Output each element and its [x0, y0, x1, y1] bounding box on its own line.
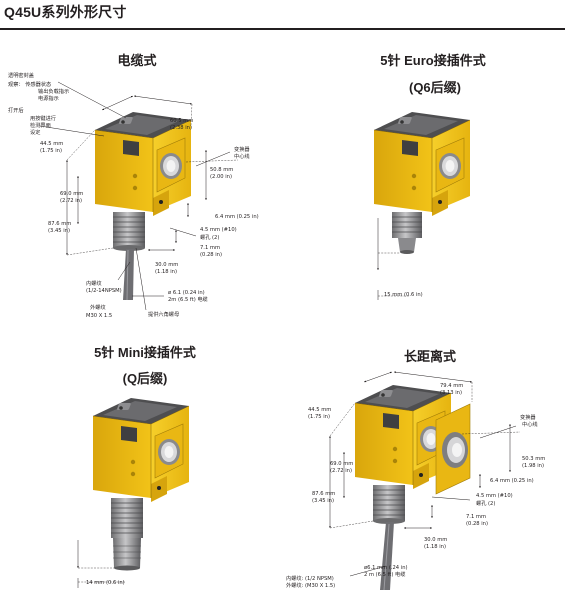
- long-dim-50-in: (1.98 in): [522, 463, 544, 469]
- long-centerline-1: 变换器: [520, 415, 536, 421]
- long-cable-dia-2: 2 m (6.5 ft) 电缆: [364, 572, 406, 578]
- cable-open-after: 打开后: [8, 108, 24, 114]
- cable-cover-note-1: 观察： 传感器状态: [8, 82, 52, 88]
- long-screw-name: 螺孔 (2): [476, 501, 496, 507]
- cable-open-note-2: 检测界面: [30, 123, 51, 129]
- cable-dim-6.4: 6.4 mm (0.25 in): [215, 214, 259, 220]
- euro-dimension-lines: [377, 218, 410, 300]
- section-subtitle-mini: (Q后缀): [122, 371, 168, 386]
- section-title-euro: 5针 Euro接插件式: [380, 53, 486, 68]
- long-dim-30-in: (1.18 in): [424, 544, 446, 550]
- cable-dim-44-mm: 44.5 mm: [40, 141, 64, 147]
- cable-dim-87-mm: 87.6 mm: [48, 221, 72, 227]
- cable-dim-7.1-mm: 7.1 mm: [200, 245, 221, 251]
- cable-dim-69-mm: 69.0 mm: [60, 191, 84, 197]
- long-dim-44-in: (1.75 in): [308, 414, 330, 420]
- long-dim-50-mm: 50.3 mm: [522, 456, 546, 462]
- long-thread-in: 内螺纹: (1/2 NPSM): [286, 576, 334, 582]
- cable-cable-dia-2: 2m (6.5 ft) 电缆: [168, 297, 208, 303]
- cable-dim-60-mm: 60.5 mm: [170, 118, 194, 124]
- long-dim-87-mm: 87.6 mm: [312, 491, 336, 497]
- cable-dim-50-mm: 50.8 mm: [210, 167, 234, 173]
- title-rule: [0, 28, 565, 30]
- cable-thread-in-1: 内螺纹: [86, 281, 102, 287]
- cable-screw-label: 4.5 mm (#10): [200, 227, 237, 233]
- cable-dim-7.1-in: (0.28 in): [200, 252, 222, 258]
- section-title-mini: 5针 Mini接插件式: [94, 345, 196, 360]
- page-title: Q45U系列外形尺寸: [4, 4, 127, 20]
- section-title-cable: 电缆式: [117, 53, 157, 68]
- long-dim-6.4: 6.4 mm (0.25 in): [490, 478, 534, 484]
- long-range-sensor-figure: [354, 384, 471, 591]
- mini-sensor-figure: [92, 397, 190, 571]
- cable-thread-out-1: 外螺纹: [90, 305, 106, 311]
- cable-cover-note-3: 电源指示: [38, 96, 59, 102]
- cable-cover-callout: 透明密封盖: [8, 73, 34, 79]
- euro-sensor-figure: [373, 111, 471, 254]
- section-subtitle-euro: (Q6后缀): [408, 80, 461, 95]
- cable-dim-60-in: (2.38 in): [170, 125, 192, 131]
- cable-dim-50-in: (2.00 in): [210, 174, 232, 180]
- long-centerline-2: 中心线: [522, 422, 538, 428]
- long-dim-87-in: (3.45 in): [312, 498, 334, 504]
- long-dim-7.1-in: (0.28 in): [466, 521, 488, 527]
- long-dim-7.1-mm: 7.1 mm: [466, 514, 487, 520]
- cable-open-note-1: 用按键进行: [30, 116, 56, 122]
- long-dim-69-mm: 69.0 mm: [330, 461, 354, 467]
- euro-dim-15: 15 mm (0.6 in): [384, 292, 423, 298]
- cable-dim-30-in: (1.18 in): [155, 269, 177, 275]
- section-title-long: 长距离式: [403, 349, 456, 364]
- long-screw-label: 4.5 mm (#10): [476, 493, 513, 499]
- long-range-dimension-lines: [329, 371, 521, 577]
- cable-dim-87-in: (3.45 in): [48, 228, 70, 234]
- long-dim-79-in: (3.13 in): [440, 390, 462, 396]
- cable-dim-44-in: (1.75 in): [40, 148, 62, 154]
- cable-dim-69-in: (2.72 in): [60, 198, 82, 204]
- cable-cable-dia-1: ø 6.1 (0.24 in): [168, 290, 205, 296]
- cable-dimension-lines: [39, 81, 239, 311]
- long-dim-44-mm: 44.5 mm: [308, 407, 332, 413]
- cable-cover-note-2: 输出负载指示: [38, 89, 70, 95]
- long-cable-dia-1: ø6.1 mm (.24 in): [364, 565, 408, 571]
- mini-dimension-lines: [77, 540, 126, 588]
- cable-open-note-3: 设定: [30, 130, 41, 136]
- cable-thread-in-2: (1/2-14NPSM): [86, 288, 122, 294]
- long-dim-30-mm: 30.0 mm: [424, 537, 448, 543]
- cable-sensor-figure: [94, 111, 192, 301]
- cable-centerline-1: 变换器: [234, 147, 250, 153]
- cable-dim-30-mm: 30.0 mm: [155, 262, 179, 268]
- long-thread-out: 外螺纹: (M30 X 1.5): [286, 583, 336, 589]
- cable-screw-name: 螺孔 (2): [200, 235, 220, 241]
- mini-dim-14: 14 mm (0.6 in): [86, 580, 125, 586]
- cable-centerline-2: 中心线: [234, 154, 250, 160]
- long-dim-69-in: (2.72 in): [330, 468, 352, 474]
- cable-hex-nut: 提供六角螺母: [148, 312, 180, 318]
- cable-thread-out-2: M30 X 1.5: [86, 313, 113, 319]
- long-dim-79-mm: 79.4 mm: [440, 383, 464, 389]
